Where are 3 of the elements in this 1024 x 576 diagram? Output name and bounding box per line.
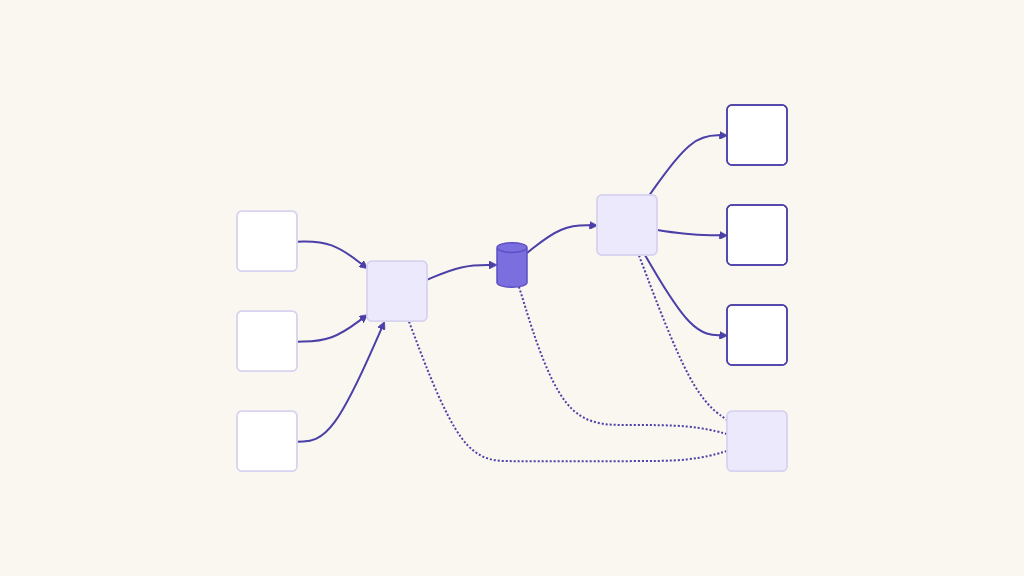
arrow — [526, 220, 598, 254]
node-cylinder — [496, 241, 528, 288]
arrow — [644, 254, 728, 340]
